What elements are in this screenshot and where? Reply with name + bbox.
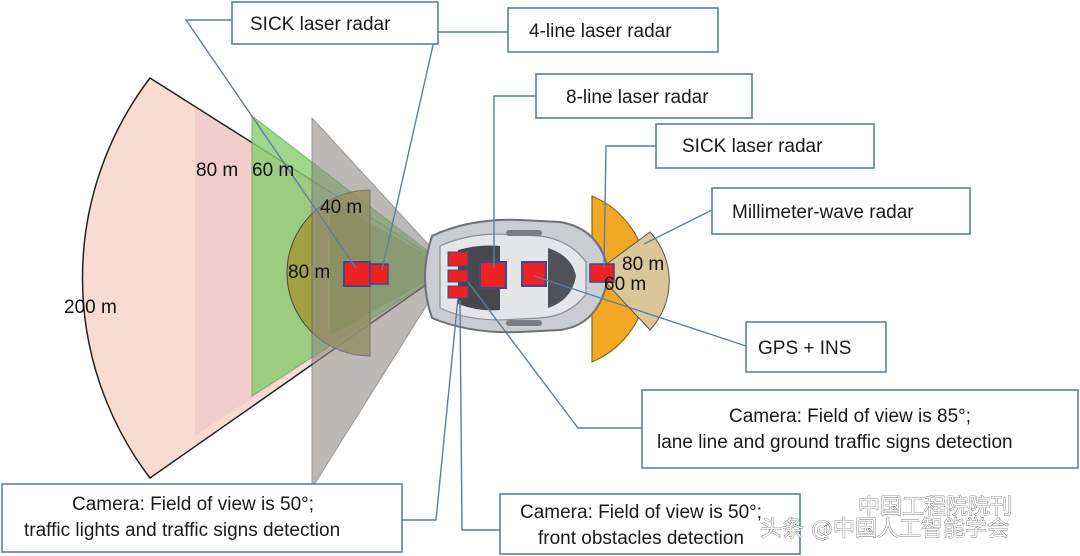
label-camera-50-obstacles-line2: front obstacles detection	[538, 528, 744, 549]
camera-top-sensor	[447, 251, 469, 267]
label-camera-85: Camera: Field of view is 85°; lane line …	[641, 389, 1079, 469]
label-eight-line: 8-line laser radar	[535, 73, 753, 119]
camera-mid-sensor	[447, 269, 469, 283]
label-mmwave: Millimeter-wave radar	[711, 187, 971, 235]
eight-line-sensor	[479, 261, 507, 289]
distance-80m-left: 80 m	[196, 160, 238, 181]
distance-80m-right: 80 m	[622, 254, 664, 275]
watermark-top: 中国工程院院刊	[858, 495, 1012, 520]
label-gps-text: GPS + INS	[758, 338, 851, 359]
label-camera-50-obstacles: Camera: Field of view is 50°; front obst…	[499, 493, 801, 555]
label-four-line-text: 4-line laser radar	[529, 21, 672, 42]
distance-60m-left: 60 m	[252, 160, 294, 181]
four-line-sensor	[369, 263, 389, 285]
leader-lines	[184, 19, 747, 531]
label-four-line: 4-line laser radar	[507, 7, 719, 53]
watermark-bottom: 头条 @中国人工智能学会	[760, 517, 1009, 542]
label-camera-85-line1: Camera: Field of view is 85°;	[729, 406, 971, 427]
camera-low-sensor	[447, 285, 469, 299]
distance-60m-right: 60 m	[604, 274, 646, 295]
label-sick-right-text: SICK laser radar	[682, 136, 823, 157]
sick-front-sensor	[343, 261, 371, 287]
label-camera-50-lights-line1: Camera: Field of view is 50°;	[72, 494, 314, 515]
label-eight-line-text: 8-line laser radar	[566, 87, 709, 108]
label-sick-right: SICK laser radar	[655, 123, 875, 169]
distance-200m: 200 m	[64, 297, 117, 318]
distance-80m-circle: 80 m	[288, 262, 330, 283]
camera-85-fov-triangle	[311, 116, 451, 490]
label-sick-top-text: SICK laser radar	[250, 14, 391, 35]
label-gps: GPS + INS	[745, 321, 887, 373]
label-mmwave-text: Millimeter-wave radar	[732, 202, 914, 223]
label-sick-top: SICK laser radar	[231, 1, 439, 45]
label-camera-50-lights: Camera: Field of view is 50°; traffic li…	[1, 483, 403, 553]
label-camera-85-line2: lane line and ground traffic signs detec…	[657, 432, 1013, 453]
gps-ins-sensor	[521, 261, 547, 287]
rear-mmwave-sector	[595, 231, 670, 331]
distance-40m: 40 m	[320, 197, 362, 218]
sick-rear-sensor	[589, 263, 615, 283]
camera-50-fov-triangle	[330, 200, 450, 336]
label-camera-50-lights-line2: traffic lights and traffic signs detecti…	[24, 520, 340, 541]
label-camera-50-obstacles-line1: Camera: Field of view is 50°;	[520, 502, 762, 523]
